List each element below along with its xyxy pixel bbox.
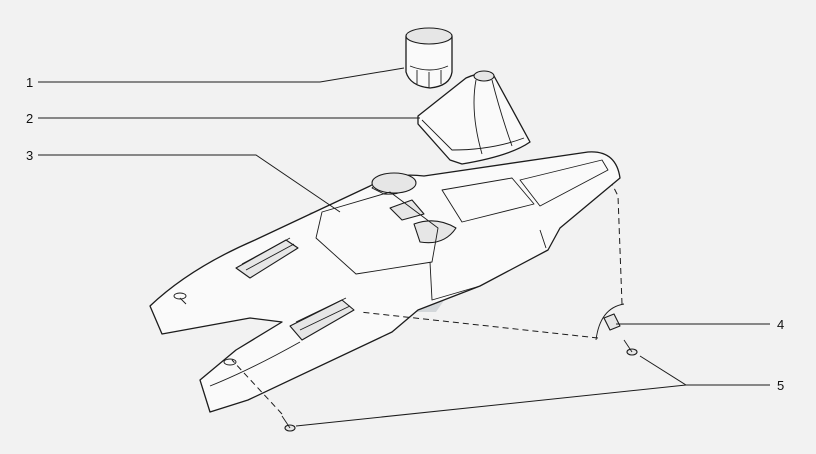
callout-4: 4 xyxy=(777,317,784,332)
leader-line-1 xyxy=(38,67,405,83)
callout-5: 5 xyxy=(777,378,784,393)
leader-line-5-left xyxy=(295,384,687,427)
part-4-clip xyxy=(595,303,625,341)
leader-line-5 xyxy=(639,355,770,386)
assembly-line-clip-up xyxy=(611,183,623,305)
callout-1: 1 xyxy=(26,75,33,90)
part-5-screw-right xyxy=(623,339,638,356)
part-2-gear-boot xyxy=(417,70,531,165)
part-1-bushing xyxy=(405,27,453,89)
part-3-center-console xyxy=(149,151,621,413)
assembly-line-screw-left xyxy=(231,359,283,415)
leader-line-3 xyxy=(38,154,341,213)
callout-2: 2 xyxy=(26,111,33,126)
callout-3: 3 xyxy=(26,148,33,163)
part-5-screw-left xyxy=(281,415,296,432)
